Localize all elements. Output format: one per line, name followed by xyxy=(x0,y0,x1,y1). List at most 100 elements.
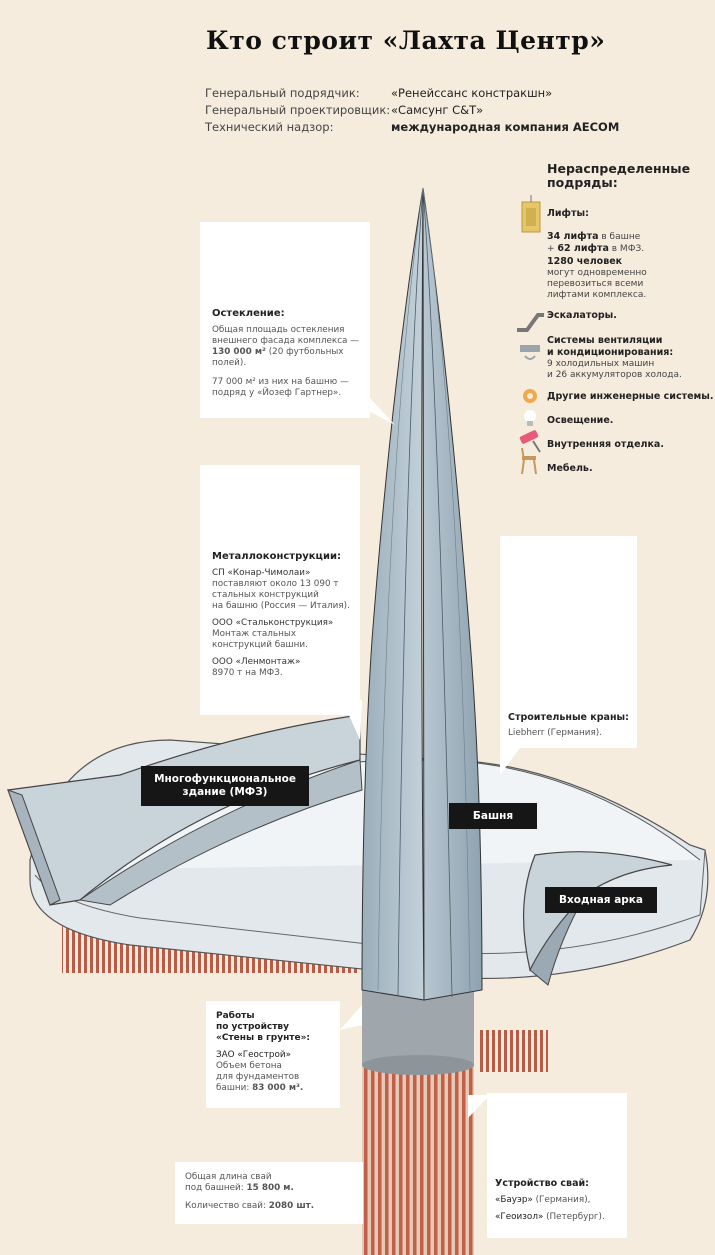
text: поставляют около 13 090 т xyxy=(212,579,339,589)
text: на башню (Россия — Италия). xyxy=(212,601,350,611)
lifts-mfz-count: 62 лифта xyxy=(557,243,609,254)
contractor-role: Генеральный проектировщик: xyxy=(205,103,391,117)
furniture-item: Мебель. xyxy=(547,463,593,475)
cranes-text: Liebherr (Германия). xyxy=(508,728,603,738)
contractor-row: Генеральный проектировщик: «Самсунг С&Т» xyxy=(205,103,483,117)
lifts-tower-count: 34 лифта xyxy=(547,231,599,242)
company-name: СП «Конар-Чимолаи» xyxy=(212,568,311,578)
title-line: Нераспределенные xyxy=(547,161,691,176)
escalators-label: Эскалаторы. xyxy=(547,310,617,321)
text: Общая длина свай xyxy=(185,1172,272,1182)
text: в МФЗ. xyxy=(608,244,645,254)
chair-icon xyxy=(521,447,537,475)
company-name: «Геоизол» xyxy=(495,1212,544,1222)
company-name: «Бауэр» xyxy=(495,1195,533,1205)
text: 9 холодильных машин xyxy=(547,359,655,369)
steel-structures-card: Металлоконструкции: СП «Конар-Чимолаи» п… xyxy=(200,465,360,715)
gear-icon xyxy=(523,389,537,403)
text: (20 футбольных xyxy=(265,347,344,357)
elevator-icon xyxy=(521,195,541,233)
text: подряд у «Йозеф Гартнер». xyxy=(212,388,342,398)
people-count: 1280 человек xyxy=(547,256,623,267)
unallocated-title: Нераспределенные подряды: xyxy=(547,162,690,190)
concrete-volume: 83 000 м³. xyxy=(252,1083,304,1093)
furniture-label: Мебель. xyxy=(547,463,593,474)
page-title: Кто строит «Лахта Центр» xyxy=(206,26,606,55)
hvac-title: Системы вентиляции xyxy=(547,335,663,346)
text: + xyxy=(547,244,558,254)
contractor-company: международная компания AECOM xyxy=(391,120,620,134)
lifts-item: Лифты: 34 лифта в башне + 62 лифта в МФЗ… xyxy=(547,208,644,255)
text: под башней: xyxy=(185,1183,247,1193)
text: полей). xyxy=(212,358,247,368)
steel-title: Металлоконструкции: xyxy=(212,551,341,562)
hvac-title: и кондиционирования: xyxy=(547,347,674,358)
text: Объем бетона xyxy=(216,1061,282,1071)
label-line: Многофункциональное xyxy=(154,773,296,785)
cranes-card: Строительные краны: Liebherr (Германия). xyxy=(500,536,637,748)
title-line: «Стены в грунте»: xyxy=(216,1033,311,1043)
tower-foundation xyxy=(362,975,474,1255)
contractor-company: «Самсунг С&Т» xyxy=(391,103,484,117)
title-line: Работы xyxy=(216,1011,255,1021)
lifts-title: Лифты: xyxy=(547,208,589,219)
contractor-role: Генеральный подрядчик: xyxy=(205,86,360,100)
piles-title: Устройство свай: xyxy=(495,1178,589,1189)
engineering-label: Другие инженерные системы. xyxy=(547,391,714,402)
escalator-icon xyxy=(517,313,544,332)
text: стальных конструкций xyxy=(212,590,319,600)
walls-title: Работы по устройству «Стены в грунте»: xyxy=(216,1011,341,1044)
text: башни: xyxy=(216,1083,253,1093)
contractor-role: Технический надзор: xyxy=(205,120,334,134)
text: для фундаментов xyxy=(216,1072,300,1082)
lift-capacity: 1280 человек могут одновременно перевози… xyxy=(547,256,647,301)
hvac-item: Системы вентиляции и кондиционирования: … xyxy=(547,335,682,381)
pile-length: 15 800 м. xyxy=(246,1183,294,1193)
title-line: по устройству xyxy=(216,1022,289,1032)
piles-card: Устройство свай: «Бауэр» (Германия), «Ге… xyxy=(487,1093,627,1238)
contractor-row: Генеральный подрядчик: «Ренейссанс конст… xyxy=(205,86,552,100)
engineering-item: Другие инженерные системы. xyxy=(547,391,714,403)
text: 8970 т на МФЗ. xyxy=(212,668,283,678)
contractor-row: Технический надзор: международная компан… xyxy=(205,120,619,134)
text: (Петербург). xyxy=(543,1212,605,1222)
pile-field-right xyxy=(478,1030,548,1072)
text: из них на башню — xyxy=(255,377,349,387)
lighting-item: Освещение. xyxy=(547,415,613,427)
diaphragm-wall-card: Работы по устройству «Стены в грунте»: З… xyxy=(206,1001,340,1108)
text: Общая площадь остекления xyxy=(212,325,345,335)
escalators-item: Эскалаторы. xyxy=(547,310,617,322)
contractor-company: «Ренейссанс констракшн» xyxy=(391,86,553,100)
tower-label: Башня xyxy=(449,803,537,829)
company-name: ООО «Стальконструкция» xyxy=(212,618,334,628)
glazing-title: Остекление: xyxy=(212,308,285,319)
company-name: ООО «Ленмонтаж» xyxy=(212,657,301,667)
text: перевозиться всеми xyxy=(547,279,644,289)
tower xyxy=(361,187,483,1001)
text: (Германия), xyxy=(532,1195,591,1205)
mfz-label: Многофункциональное здание (МФЗ) xyxy=(141,766,309,806)
text: конструкций башни. xyxy=(212,640,308,650)
text: в башне xyxy=(598,232,641,242)
title-line: подряды: xyxy=(547,175,618,190)
label-line: здание (МФЗ) xyxy=(182,786,268,798)
interior-label: Внутренняя отделка. xyxy=(547,439,664,450)
tower-area: 77 000 м² xyxy=(212,377,256,387)
total-area: 130 000 м² xyxy=(212,347,266,357)
paint-roller-icon xyxy=(519,430,541,453)
entrance-arch-label: Входная арка xyxy=(545,887,657,913)
glazing-card: Остекление: Общая площадь остекления вне… xyxy=(200,222,370,418)
interior-item: Внутренняя отделка. xyxy=(547,439,664,451)
lighting-label: Освещение. xyxy=(547,415,614,426)
ventilation-icon xyxy=(520,345,540,360)
text: могут одновременно xyxy=(547,268,647,278)
cranes-title: Строительные краны: xyxy=(508,712,629,723)
text: внешнего фасада комплекса — xyxy=(212,336,360,346)
text: Количество свай: xyxy=(185,1201,269,1211)
pile-count: 2080 шт. xyxy=(268,1201,315,1211)
pile-stats-card: Общая длина свай под башней: 15 800 м. К… xyxy=(175,1162,363,1224)
text: и 26 аккумуляторов холода. xyxy=(547,370,682,380)
text: Монтаж стальных xyxy=(212,629,297,639)
company-name: ЗАО «Геострой» xyxy=(216,1050,291,1060)
